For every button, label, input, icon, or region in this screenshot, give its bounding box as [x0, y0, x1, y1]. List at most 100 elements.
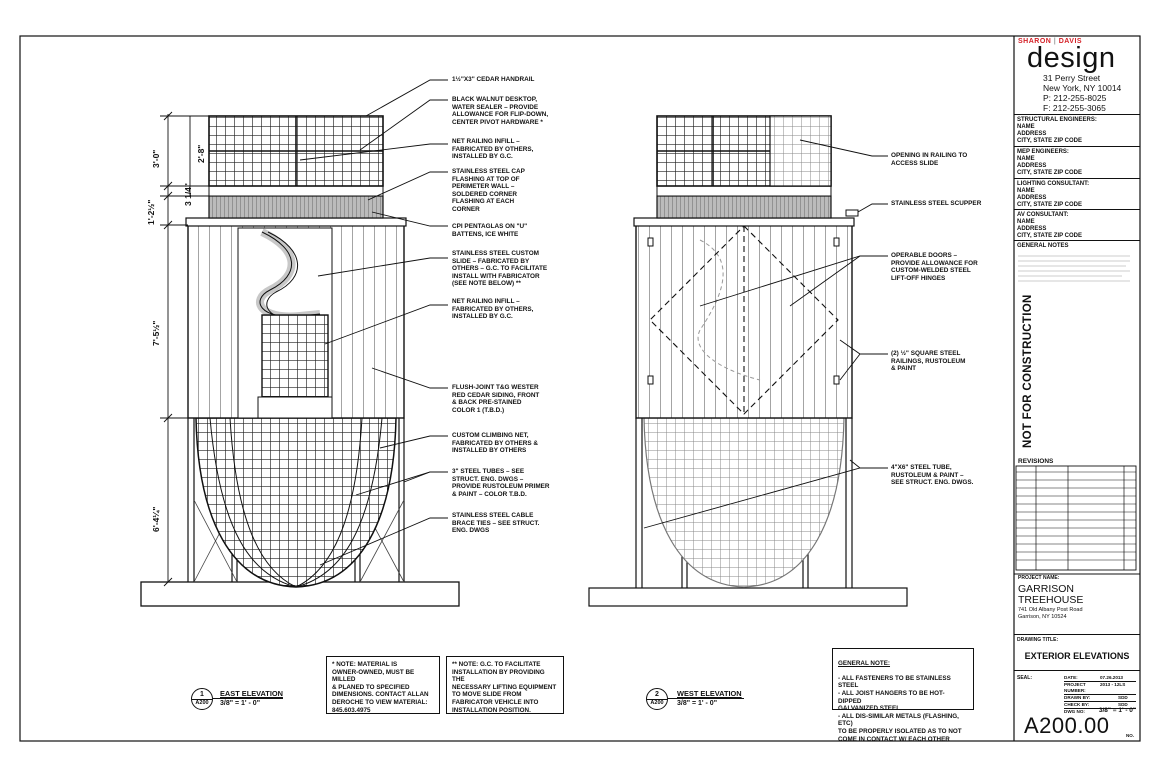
project-label: PROJECT NAME:	[1018, 575, 1060, 581]
info-check-by-label: CHECK BY:	[1064, 702, 1090, 707]
firm-name-main: design	[1027, 42, 1116, 74]
view-1-number: 1	[200, 691, 204, 698]
general-notes-section: GENERAL NOTES	[1014, 240, 1140, 252]
east-note-cap-flashing: STAINLESS STEEL CAP FLASHING AT TOP OF P…	[452, 168, 525, 213]
east-note-net-railing-lower: NET RAILING INFILL – FABRICATED BY OTHER…	[452, 298, 534, 321]
west-note-railing-opening: OPENING IN RAILING TO ACCESS SLIDE	[891, 152, 968, 167]
view-1-title-rule	[213, 698, 283, 699]
view-2-bubble: 2 A200	[646, 688, 668, 710]
east-dimension-lines	[160, 111, 209, 587]
view-2-title: WEST ELEVATION	[677, 689, 742, 698]
west-note-scupper: STAINLESS STEEL SCUPPER	[891, 200, 982, 207]
info-date-label: DATE:	[1064, 675, 1078, 680]
west-pentaglas-band	[656, 195, 832, 219]
west-climbing-net	[643, 417, 845, 588]
west-leader-lines	[643, 139, 888, 529]
west-base-slab	[588, 587, 908, 607]
dimension-1-2-half: 1'-2½"	[146, 199, 156, 225]
firm-fax: F: 212-255-3065	[1043, 103, 1106, 113]
west-note-operable-doors: OPERABLE DOORS – PROVIDE ALLOWANCE FOR C…	[891, 252, 978, 282]
dimension-7-5-half: 7'-5½"	[151, 320, 161, 346]
dimension-6-4-quarter: 6'-4¼"	[151, 506, 161, 532]
firm-phone: P: 212-255-8025	[1043, 93, 1107, 103]
project-address1: 741 Old Albany Post Road	[1018, 607, 1083, 613]
info-check-by-value: SDD	[1118, 702, 1128, 707]
view-2-title-rule	[668, 698, 744, 699]
dimension-3-0: 3'-0"	[151, 149, 161, 168]
consultant-av: AV CONSULTANT: NAME ADDRESS CITY, STATE …	[1014, 209, 1140, 242]
view-1-scale: 3/8" = 1' - 0"	[220, 700, 261, 707]
east-note-net-railing-upper: NET RAILING INFILL – FABRICATED BY OTHER…	[452, 138, 534, 161]
firm-address-line2: New York, NY 10014	[1043, 83, 1122, 93]
drawing-no-label: NO.	[1125, 733, 1134, 738]
general-note-title: GENERAL NOTE:	[838, 659, 891, 667]
material-note-box: * NOTE: MATERIAL IS OWNER-OWNED, MUST BE…	[326, 656, 440, 714]
east-note-cable-braces: STAINLESS STEEL CABLE BRACE TIES – SEE S…	[452, 512, 540, 535]
east-note-climbing-net: CUSTOM CLIMBING NET, FABRICATED BY OTHER…	[452, 432, 539, 455]
general-note-body: - ALL FASTENERS TO BE STAINLESS STEEL - …	[838, 674, 962, 743]
seal-label: SEAL:	[1017, 675, 1032, 681]
east-note-custom-slide: STAINLESS STEEL CUSTOM SLIDE – FABRICATE…	[452, 250, 548, 288]
drawing-number: A200.00	[1024, 713, 1110, 738]
west-note-steel-railings: (2) ½" SQUARE STEEL RAILINGS, RUSTOLEUM …	[891, 350, 966, 373]
east-cap-flashing	[185, 217, 407, 227]
general-note-box: GENERAL NOTE: - ALL FASTENERS TO BE STAI…	[832, 648, 974, 743]
general-notes-placeholder-lines	[1018, 255, 1130, 282]
east-note-steel-tubes: 3" STEEL TUBES – SEE STRUCT. ENG. DWGS –…	[452, 468, 550, 498]
view-2-scale: 3/8" = 1' - 0"	[677, 700, 718, 707]
east-note-pentaglas: CPI PENTAGLAS ON "U" BATTENS, ICE WHITE	[452, 223, 528, 238]
east-pentaglas-band	[208, 195, 384, 219]
title-block-frame	[1013, 36, 1140, 741]
gc-note-box: ** NOTE: G.C. TO FACILITATE INSTALLATION…	[446, 656, 564, 714]
project-name-line1: GARRISON	[1018, 583, 1075, 595]
not-for-construction-stamp: NOT FOR CONSTRUCTION	[1022, 294, 1034, 448]
revisions-label: REVISIONS	[1018, 458, 1054, 465]
view-1-bubble: 1 A200	[191, 688, 213, 710]
view-1-sheet: A200	[195, 700, 209, 706]
west-elevation-drawing	[588, 115, 908, 607]
west-slide-ghost	[697, 239, 761, 381]
dimension-2-8: 2'-8"	[196, 144, 206, 163]
west-cap-flashing	[633, 217, 855, 227]
drawing-info-table: DATE: 07.26.2013 PROJECT NUMBER: 2013 - 12…	[1064, 675, 1136, 715]
consultant-mep: MEP ENGINEERS: NAME ADDRESS CITY, STATE …	[1014, 146, 1140, 179]
sheet-border	[19, 35, 1141, 742]
firm-address: 31 Perry Street New York, NY 10014 P: 21…	[1043, 73, 1121, 113]
project-address2: Garrison, NY 10524	[1018, 613, 1067, 620]
info-date-value: 07.26.2013	[1100, 675, 1123, 680]
view-1-title: EAST ELEVATION	[220, 689, 283, 698]
view-2-number: 2	[655, 691, 659, 698]
info-drawn-by-label: DRAWN BY:	[1064, 695, 1091, 700]
project-name-line2: TREEHOUSE	[1018, 594, 1084, 606]
info-drawn-by-value: SDD	[1118, 695, 1128, 700]
east-note-cedar-siding: FLUSH-JOINT T&G WESTER RED CEDAR SIDING,…	[452, 384, 540, 414]
firm-name-part2: DAVIS	[1058, 38, 1083, 45]
consultant-structural: STRUCTURAL ENGINEERS: NAME ADDRESS CITY,…	[1014, 114, 1140, 147]
drawing-title: EXTERIOR ELEVATIONS	[1024, 651, 1130, 661]
info-project-number-value: 2013 - 12LS	[1100, 682, 1126, 687]
firm-address-line1: 31 Perry Street	[1043, 73, 1101, 83]
info-project-number-label: PROJECT NUMBER:	[1064, 682, 1086, 693]
drawing-title-section: DRAWING TITLE: EXTERIOR ELEVATIONS	[1014, 634, 1140, 661]
west-railing-opening	[769, 115, 832, 187]
drawing-scale: 3/8" = 1' - 0"	[1098, 707, 1136, 714]
firm-logo: SHARON | DAVIS design	[1018, 38, 1136, 74]
west-note-steel-tube: 4"x6" STEEL TUBE, RUSTOLEUM & PAINT – SE…	[891, 464, 974, 487]
general-notes-label: GENERAL NOTES	[1017, 243, 1069, 249]
info-dwg-no-label: DWG NO:	[1064, 709, 1085, 714]
east-elevation-drawing	[140, 79, 460, 607]
view-2-sheet: A200	[650, 700, 664, 706]
drawing-title-label: DRAWING TITLE:	[1017, 637, 1059, 643]
east-lower-net-panel	[261, 314, 329, 398]
revisions-rows	[1016, 471, 1136, 561]
west-operable-doors	[649, 225, 839, 415]
consultant-lighting: LIGHTING CONSULTANT: NAME ADDRESS CITY, …	[1014, 178, 1140, 211]
project-block: PROJECT NAME: GARRISON TREEHOUSE 741 Old…	[1018, 575, 1136, 620]
firm-name-part1: SHARON	[1018, 38, 1052, 45]
west-scupper	[845, 209, 859, 217]
drawing-info-section: SEAL: DATE: 07.26.2013 PROJECT NUMBER: 201…	[1014, 670, 1140, 742]
east-leader-lines	[299, 79, 448, 566]
east-note-walnut-desktop: BLACK WALNUT DESKTOP, WATER SEALER – PRO…	[452, 96, 549, 126]
east-note-cedar-handrail: 1½"x3" CEDAR HANDRAIL	[452, 76, 535, 83]
